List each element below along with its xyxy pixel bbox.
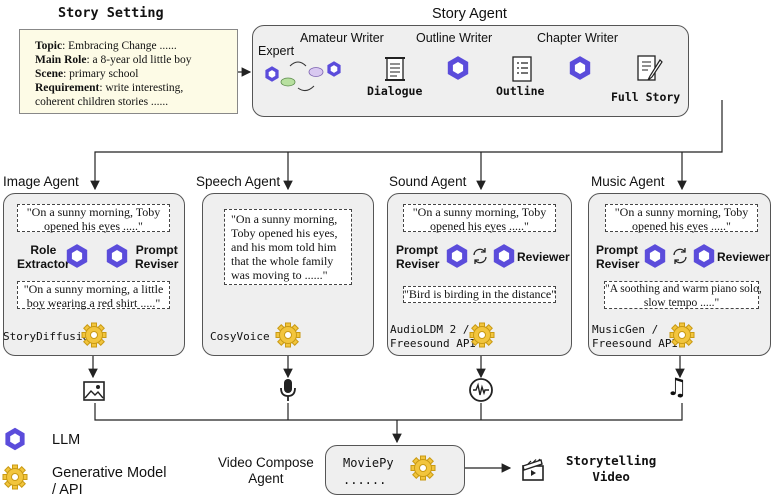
outline-label: Outline: [496, 84, 545, 98]
llm-icon: [327, 61, 341, 77]
sound-reviewer-llm-icon: [493, 244, 515, 268]
setting-topic: Topic: Embracing Change ......: [35, 40, 177, 52]
musicgen-label: MusicGen /Freesound API: [592, 323, 679, 350]
setting-requirement-cont: coherent children stories ......: [35, 96, 169, 108]
gear-icon: [469, 322, 495, 348]
music-prompt-reviser-llm-icon: [644, 244, 666, 268]
clapperboard-icon: [522, 458, 544, 481]
outline-doc-icon: [512, 56, 532, 82]
setting-scene: Scene: primary school: [35, 68, 139, 80]
sound-prompt-reviser-llm-icon: [446, 244, 468, 268]
chapter-writer-llm-icon: [569, 56, 591, 80]
storydiffusion-label: StoryDiffusion: [3, 330, 96, 343]
outline-writer-llm-icon: [447, 56, 469, 80]
music-output-text: "A soothing and warm piano solo,slow tem…: [604, 281, 762, 309]
audioldm-label: AudioLDM 2 /Freesound API: [390, 323, 477, 350]
speech-agent-title: Speech Agent: [196, 174, 281, 189]
dialogue-llm-icons: [265, 61, 341, 92]
legend-gen-model-label: Generative Model/ API: [52, 465, 167, 498]
image-agent-title: Image Agent: [3, 174, 79, 189]
legend-llm-label: LLM: [52, 432, 81, 448]
role-extractor-llm-icon: [66, 244, 88, 268]
sound-output-text: "Bird is birding in the distance": [403, 286, 557, 303]
moviepy-dots: ......: [343, 473, 387, 487]
gear-icon: [410, 455, 436, 481]
gear-icon: [669, 322, 695, 348]
outline-writer-label: Outline Writer: [416, 31, 493, 45]
speech-text: "On a sunny morning,Toby opened his eyes…: [224, 209, 352, 285]
story-setting-title: Story Setting: [58, 5, 164, 21]
music-notes-icon: ♫: [666, 373, 688, 401]
story-agent-title: Story Agent: [432, 6, 507, 22]
story-agent-box: [252, 25, 689, 117]
setting-main-role: Main Role: a 8-year old little boy: [35, 54, 192, 66]
expert-label: Expert: [258, 44, 295, 58]
full-story-doc-icon: [637, 55, 663, 81]
dialogue-label: Dialogue: [367, 84, 423, 98]
sound-reviewer-label: Reviewer: [517, 250, 570, 264]
full-story-label: Full Story: [611, 90, 681, 104]
cycle-arrows-icon: [673, 248, 687, 264]
prompt-reviser-llm-icon: [106, 244, 128, 268]
cycle-arrows-icon: [473, 248, 487, 264]
legend-llm-icon: [5, 427, 25, 451]
moviepy-label: MoviePy: [343, 456, 394, 470]
cosyvoice-label: CosyVoice: [210, 330, 270, 343]
music-agent-title: Music Agent: [591, 174, 665, 189]
music-reviewer-label: Reviewer: [717, 250, 770, 264]
waveform-icon: [469, 378, 493, 402]
setting-requirement: Requirement: write interesting,: [35, 82, 184, 94]
sound-agent-title: Sound Agent: [389, 174, 467, 189]
gear-icon: [275, 322, 301, 348]
scroll-icon: [385, 57, 405, 81]
legend-gear-icon: [2, 464, 28, 490]
story-setting-box: Topic: Embracing Change ...... Main Role…: [19, 29, 238, 114]
chapter-writer-label: Chapter Writer: [537, 31, 619, 45]
video-compose-box: [325, 445, 465, 495]
microphone-icon: [280, 379, 296, 401]
llm-icon: [265, 66, 279, 82]
gear-icon: [81, 322, 107, 348]
amateur-writer-label: Amateur Writer: [300, 31, 384, 45]
image-icon: [83, 381, 105, 401]
music-reviewer-llm-icon: [693, 244, 715, 268]
